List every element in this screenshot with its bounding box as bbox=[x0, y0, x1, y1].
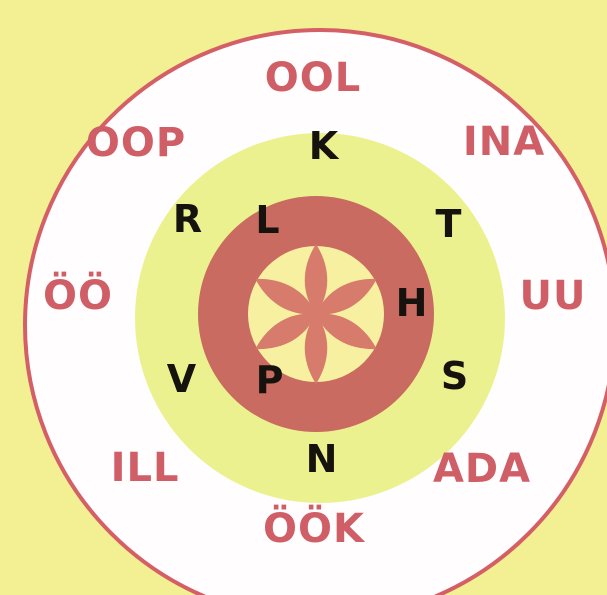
outer-word-ool: OOL bbox=[265, 58, 362, 98]
outer-word-uu: UU bbox=[520, 276, 587, 316]
inner-letter-v: V bbox=[167, 360, 197, 398]
outer-word-oop: OOP bbox=[86, 123, 186, 163]
inner-letter-k: K bbox=[309, 127, 339, 165]
outer-word-ada: ADA bbox=[433, 449, 531, 489]
inner-letter-h: H bbox=[396, 284, 429, 322]
inner-letter-p: P bbox=[256, 361, 285, 399]
inner-letter-r: R bbox=[173, 200, 203, 238]
inner-letter-n: N bbox=[306, 440, 339, 478]
inner-letter-t: T bbox=[436, 205, 463, 243]
outer-word-oo: ÖÖ bbox=[43, 276, 113, 316]
outer-word-ill: ILL bbox=[111, 448, 180, 488]
outer-word-ook: ÖÖK bbox=[263, 509, 365, 549]
inner-letter-l: L bbox=[255, 201, 280, 239]
inner-letter-s: S bbox=[441, 357, 469, 395]
outer-word-ina: INA bbox=[463, 122, 545, 162]
